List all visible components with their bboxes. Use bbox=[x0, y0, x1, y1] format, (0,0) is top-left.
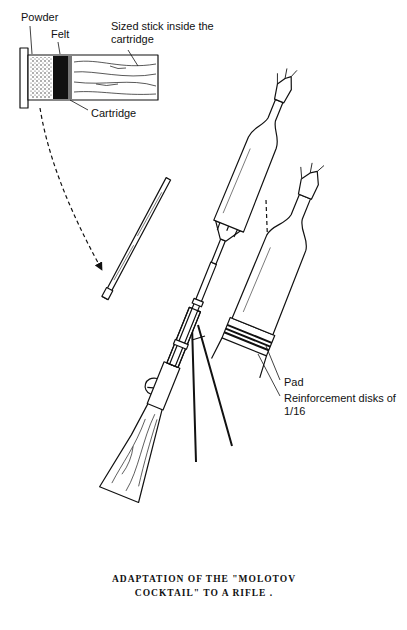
part-label: Powder bbox=[20, 11, 59, 24]
bipod bbox=[192, 325, 232, 462]
part-label: Cartridge bbox=[90, 107, 137, 120]
caption: ADAPTATION OF THE "MOLOTOV COCKTAIL" TO … bbox=[98, 572, 310, 600]
leader-lines bbox=[30, 26, 280, 396]
part-label: Pad bbox=[283, 376, 305, 389]
part-label: Felt bbox=[50, 28, 70, 41]
bottle-detail bbox=[212, 154, 343, 378]
part-label: Sized stick inside the cartridge bbox=[110, 20, 224, 46]
stick bbox=[102, 177, 172, 299]
part-label: Reinforcement disks of 1/16 bbox=[283, 392, 401, 418]
